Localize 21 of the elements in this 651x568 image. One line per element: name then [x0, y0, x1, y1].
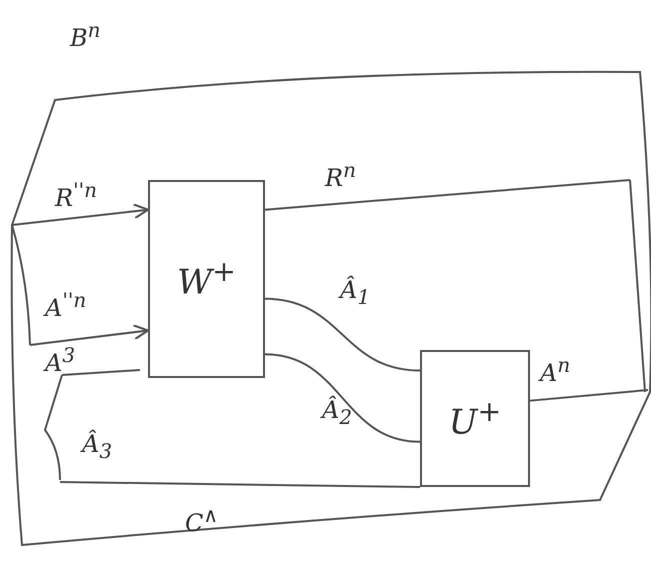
strand-line [12, 203, 150, 226]
region-label: C$^{∧}$ [185, 505, 218, 535]
region-label: A$^{3}$ [45, 345, 76, 375]
region-label: Â$_{2}$ [322, 398, 352, 427]
region-label: B$^{n}$ [70, 20, 101, 50]
box [148, 180, 265, 378]
strand-line [264, 298, 420, 372]
region-label: Â$_{3}$ [82, 432, 112, 461]
region-label: A$^{''n}$ [45, 290, 86, 320]
region-label: R$^{n}$ [325, 160, 356, 190]
box-label: U$^{+}$ [448, 394, 502, 442]
region-label: R$^{''n}$ [55, 180, 97, 210]
strand-line [530, 389, 648, 402]
strand-line [264, 353, 420, 443]
region-label: Â$_{1}$ [340, 278, 370, 307]
strand-line [60, 481, 420, 488]
strand-line [264, 179, 630, 211]
region-label: A$^{n}$ [540, 355, 570, 385]
box-label: W$^{+}$ [177, 255, 236, 303]
strand-line [30, 324, 150, 346]
box [420, 350, 530, 487]
